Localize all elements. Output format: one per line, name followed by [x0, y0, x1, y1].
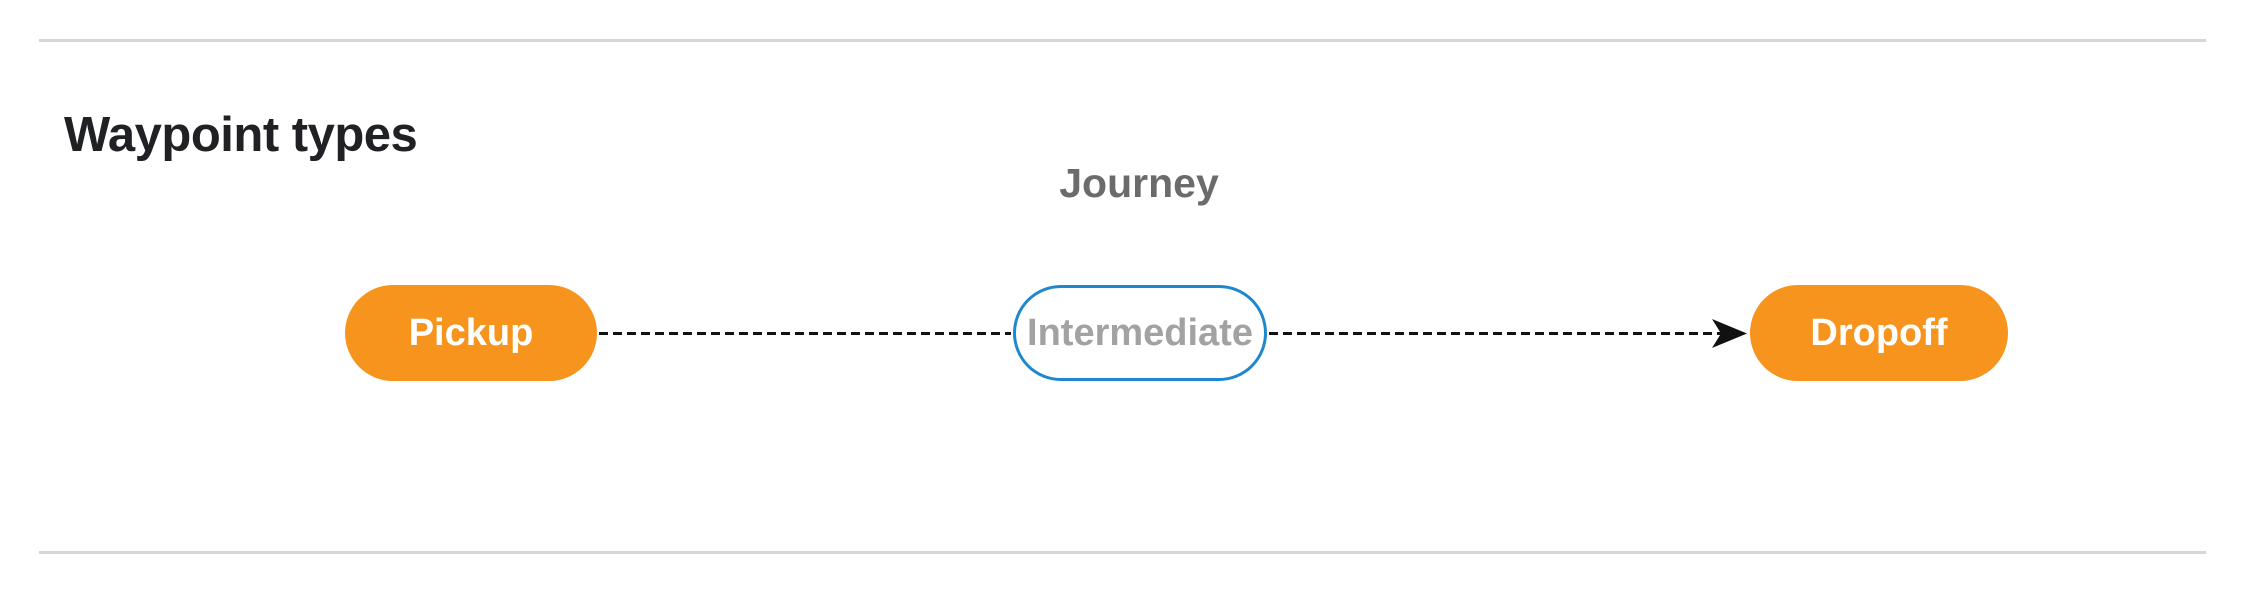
top-divider: [39, 39, 2206, 42]
node-pickup-label: Pickup: [408, 311, 534, 354]
bottom-divider: [39, 551, 2206, 554]
section-title: Waypoint types: [64, 107, 418, 162]
node-intermediate: Intermediate: [1013, 285, 1267, 381]
journey-label: Journey: [1059, 160, 1219, 206]
arrowhead-icon: [1712, 319, 1747, 348]
node-pickup: Pickup: [345, 285, 597, 381]
node-dropoff: Dropoff: [1750, 285, 2008, 381]
node-intermediate-label: Intermediate: [1027, 311, 1253, 354]
node-dropoff-label: Dropoff: [1810, 311, 1948, 354]
